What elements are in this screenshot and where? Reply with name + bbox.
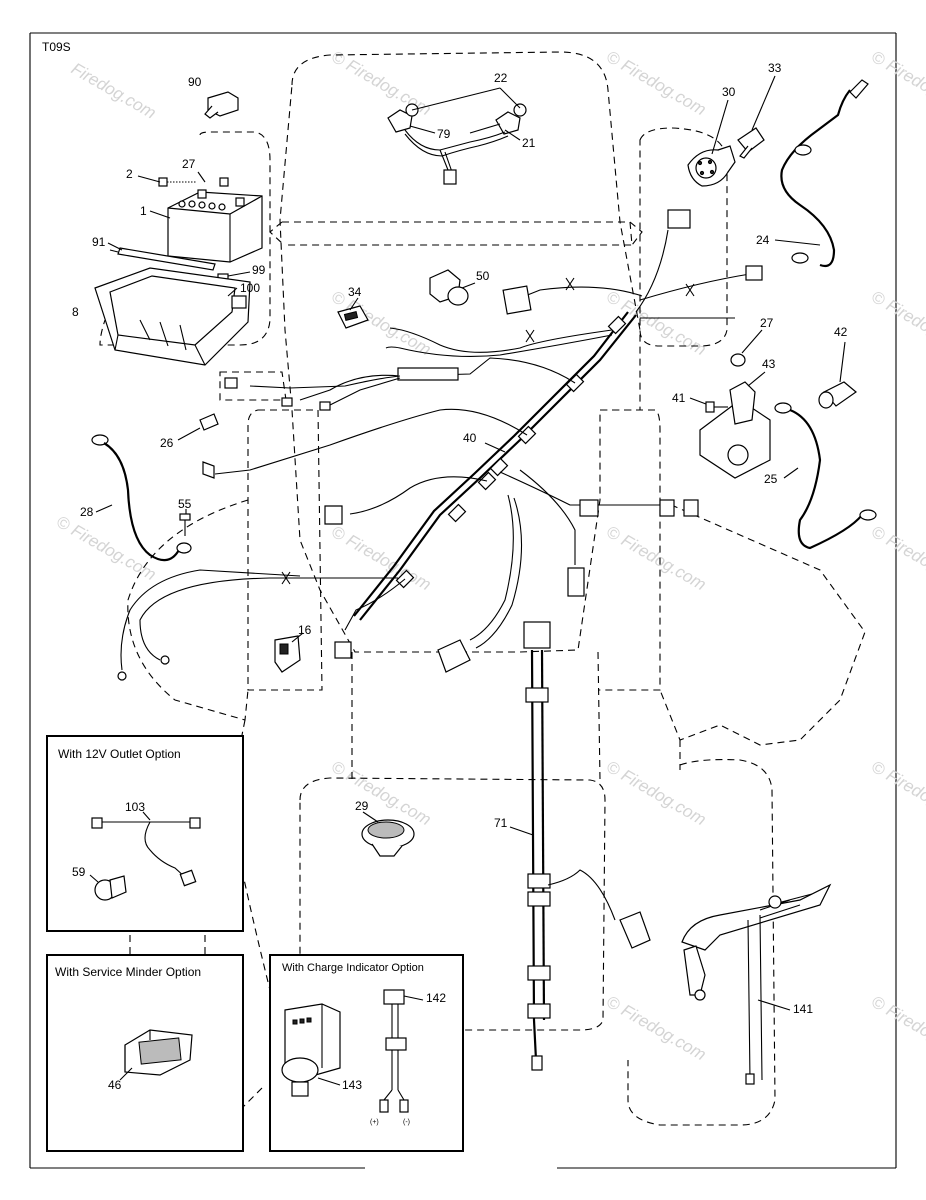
negative-terminal-label: (-) xyxy=(403,1119,410,1126)
watermark: © Firedog.com xyxy=(868,522,926,594)
battery-assembly xyxy=(94,91,263,366)
part-label: 91 xyxy=(92,235,106,249)
hold-down-strap-91 xyxy=(109,247,216,271)
harness-lead-connector xyxy=(224,377,331,411)
part-label: 55 xyxy=(178,497,192,511)
part-label: 43 xyxy=(762,357,776,371)
pto-harness-71 xyxy=(523,621,651,1071)
service-minder-46 xyxy=(124,1029,193,1076)
interlock-141 xyxy=(681,883,832,1085)
part-label: 99 xyxy=(252,263,266,277)
charge-indicator-143 xyxy=(281,1003,341,1097)
battery-cable-24 xyxy=(780,79,869,268)
bolt-41 xyxy=(705,401,728,413)
part-label: 141 xyxy=(793,1002,813,1016)
switch-34 xyxy=(337,305,369,329)
watermark: © Firedog.com xyxy=(868,992,926,1064)
watermark: © Firedog.com xyxy=(603,522,709,594)
part-label: 100 xyxy=(240,281,260,295)
inset-charge-indicator: With Charge Indicator Option (+) (-) xyxy=(269,954,464,1152)
part-label: 71 xyxy=(494,816,508,830)
part-label: 103 xyxy=(125,800,145,814)
part-label: 25 xyxy=(764,472,778,486)
boot-42 xyxy=(818,381,857,409)
part-label: 42 xyxy=(834,325,848,339)
part-label: 59 xyxy=(72,865,86,879)
diagram-code: T09S xyxy=(42,40,71,54)
part-label: 16 xyxy=(298,623,312,637)
part-label: 26 xyxy=(160,436,174,450)
diagram-frame xyxy=(29,32,897,1169)
part-label: 2 xyxy=(126,167,133,181)
part-label: 41 xyxy=(672,391,686,405)
part-label: 46 xyxy=(108,1078,122,1092)
part-label: 142 xyxy=(426,991,446,1005)
part-label: 90 xyxy=(188,75,202,89)
part-label: 33 xyxy=(768,61,782,75)
watermark: Firedog.com xyxy=(68,59,159,123)
part-label: 22 xyxy=(494,71,508,85)
connector-90 xyxy=(204,91,239,119)
light-switch-50 xyxy=(429,269,469,306)
fuse-26 xyxy=(199,413,219,431)
inset-12v-outlet: With 12V Outlet Option xyxy=(46,735,244,932)
watermark: © Firedog.com xyxy=(603,992,709,1064)
watermark: © Firedog.com xyxy=(603,47,709,119)
inset-title: With 12V Outlet Option xyxy=(58,747,181,761)
inset-title: With Service Minder Option xyxy=(55,965,201,979)
battery-tray-8 xyxy=(94,267,251,366)
ignition-switch-30 xyxy=(687,145,736,187)
hour-meter-29 xyxy=(361,819,415,857)
part-label: 29 xyxy=(355,799,369,813)
watermark: © Firedog.com xyxy=(603,757,709,829)
watermark: © Firedog.com xyxy=(868,757,926,829)
part-labels: 90 27 2 1 91 99 100 8 22 79 21 30 33 24 … xyxy=(72,61,848,1092)
part-label: 34 xyxy=(348,285,362,299)
watermark: © Firedog.com xyxy=(868,47,926,119)
ground-cable-28 xyxy=(91,434,192,562)
part-label: 1 xyxy=(140,204,147,218)
inset-service-minder: With Service Minder Option xyxy=(46,954,244,1152)
part-label: 24 xyxy=(756,233,770,247)
watermark: © Firedog.com xyxy=(868,287,926,359)
bolt-55 xyxy=(179,513,191,536)
part-label: 143 xyxy=(342,1078,362,1092)
charge-harness-142: (+) (-) xyxy=(370,989,410,1126)
part-label: 40 xyxy=(463,431,477,445)
part-label: 79 xyxy=(437,127,451,141)
positive-terminal-label: (+) xyxy=(370,1119,379,1126)
chassis-outline xyxy=(99,51,866,1126)
watermark: © Firedog.com xyxy=(328,757,434,829)
part-label: 21 xyxy=(522,136,536,150)
inset-title: With Charge Indicator Option xyxy=(282,962,424,974)
battery-cable-25 xyxy=(774,402,877,550)
bolt-2 xyxy=(158,177,229,187)
battery-1 xyxy=(167,189,263,263)
part-label: 27 xyxy=(182,157,196,171)
part-label: 28 xyxy=(80,505,94,519)
main-wire-harness-40 xyxy=(117,209,763,681)
solenoid-43 xyxy=(699,353,771,479)
ignition-key-33 xyxy=(737,127,765,159)
leader-lines xyxy=(89,75,846,1086)
part-label: 8 xyxy=(72,305,79,319)
part-label: 30 xyxy=(722,85,736,99)
part-label: 27 xyxy=(760,316,774,330)
relay-16 xyxy=(274,635,301,673)
power-outlet-59 xyxy=(94,875,127,901)
headlight-assembly xyxy=(387,103,527,185)
part-label: 50 xyxy=(476,269,490,283)
